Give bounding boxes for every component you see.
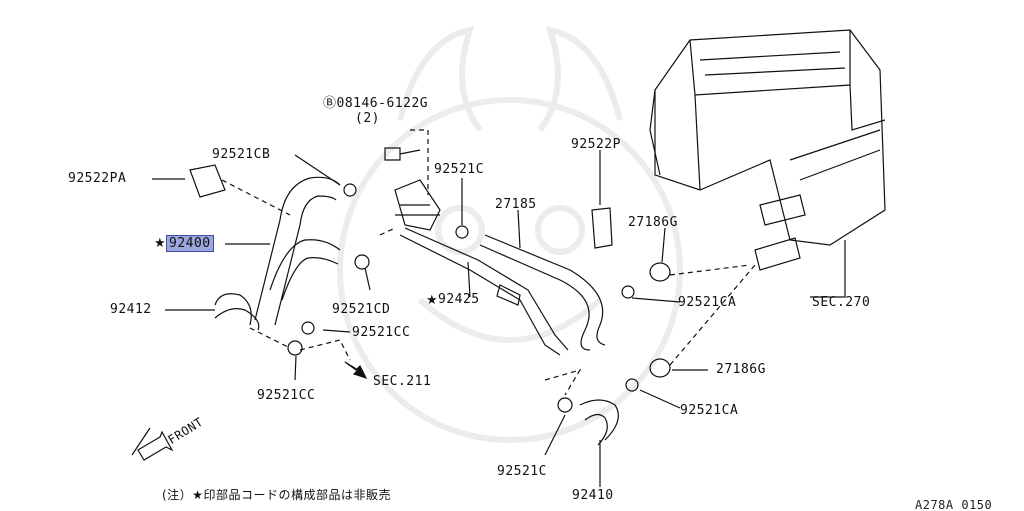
sec211-arrow: [344, 361, 368, 380]
part-label-92521CC-right: 92521CC: [352, 325, 411, 340]
part-label-27186G-bottom: 27186G: [716, 362, 766, 377]
heater-unit: [649, 29, 886, 271]
part-label-92521C-top: 92521C: [434, 162, 484, 177]
part-label-92522P: 92522P: [571, 137, 621, 152]
clip-92522P: [591, 207, 613, 249]
bracket: [394, 179, 441, 231]
part-label-92521CA-bottom: 92521CA: [680, 403, 739, 418]
bolt-quantity: (2): [355, 111, 380, 126]
part-label-92522PA: 92522PA: [68, 171, 127, 186]
hose-92410: [579, 399, 619, 446]
part-label-92410: 92410: [572, 488, 614, 503]
part-label-92521C-bottom: 92521C: [497, 464, 547, 479]
hose-92400: [254, 176, 341, 326]
part-label-27186G-top: 27186G: [628, 215, 678, 230]
part-label-92521CC-bottom: 92521CC: [257, 388, 316, 403]
grommet-27186G-top: [649, 262, 671, 282]
diagram-code: A278A 0150: [915, 498, 993, 511]
hose-92400-lower: [269, 239, 341, 301]
grommet-27186G-bottom: [649, 358, 671, 378]
star-mark-92425: ★: [426, 293, 439, 308]
hose-27185: [479, 234, 606, 351]
bolt: [384, 147, 421, 161]
part-label-92425: 92425: [438, 292, 480, 307]
part-label-27185: 27185: [495, 197, 537, 212]
star-mark-92400: ★: [154, 236, 167, 251]
section-ref-270: SEC.270: [812, 295, 871, 310]
part-label-92521CD: 92521CD: [332, 302, 391, 317]
part-label-92521CB: 92521CB: [212, 147, 271, 162]
clip-92522PA: [189, 164, 226, 198]
bolt-part-number: Ⓑ08146-6122G: [323, 96, 429, 111]
hose-92412: [214, 293, 260, 331]
footnote: (注）★印部品コードの構成部品は非販売: [162, 488, 391, 502]
pipe-92425: [399, 227, 569, 356]
leader-lines: [152, 150, 846, 487]
dashed-lines: [221, 129, 756, 396]
part-label-92400: 92400: [166, 235, 214, 252]
section-ref-211: SEC.211: [373, 374, 432, 389]
part-label-92412: 92412: [110, 302, 152, 317]
part-label-92521CA-top: 92521CA: [678, 295, 737, 310]
front-arrow: [131, 427, 174, 461]
clamps: [287, 183, 639, 413]
